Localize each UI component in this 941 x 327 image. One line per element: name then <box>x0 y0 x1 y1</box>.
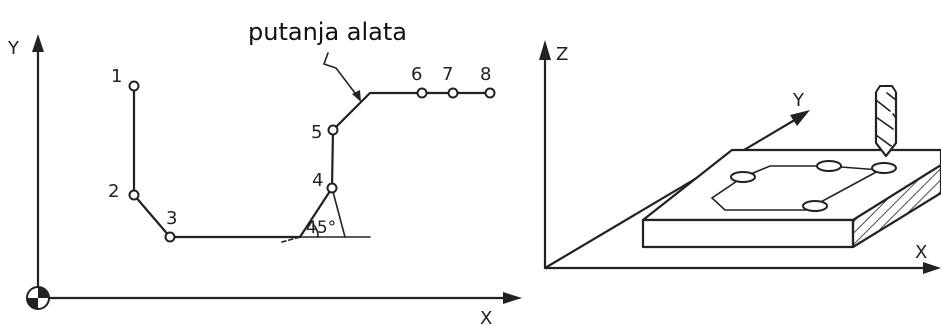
hole-2 <box>816 160 842 172</box>
point-4 <box>326 182 338 194</box>
x-axis-arrow <box>503 292 522 304</box>
workpiece-plate <box>641 148 941 249</box>
point-8 <box>484 87 496 99</box>
z-axis-label: Z <box>556 44 568 65</box>
point-label-1: 1 <box>111 66 122 87</box>
origin-symbol <box>26 286 50 310</box>
tool-shank-top <box>875 85 897 93</box>
z-axis-arrow <box>539 40 551 60</box>
angle-label: 45° <box>306 218 336 238</box>
point-1 <box>128 80 140 92</box>
angle-edge <box>331 187 346 238</box>
point-3 <box>164 231 176 243</box>
point-5 <box>327 124 339 136</box>
point-label-3: 3 <box>166 208 177 229</box>
tool-path-caption: putanja alata <box>248 18 407 46</box>
plate-side-hatched <box>851 163 941 249</box>
right-diagram: Z X Y <box>539 40 941 274</box>
y-axis-line-3d <box>543 116 800 270</box>
y-axis-arrow-3d <box>790 110 810 126</box>
point-label-4: 4 <box>312 170 323 191</box>
plate-tool-path <box>710 165 881 211</box>
hole-1 <box>730 171 756 183</box>
x-axis-label-3d: X <box>915 242 927 263</box>
point-label-7: 7 <box>442 64 453 85</box>
tool-path <box>132 84 492 239</box>
tool-flutes <box>875 92 897 147</box>
point-label-2: 2 <box>108 181 119 202</box>
hole-4 <box>802 200 828 212</box>
point-7 <box>447 87 459 99</box>
x-axis-arrow-3d <box>923 262 941 274</box>
y-axis-arrow <box>32 34 44 52</box>
left-diagram: Y X 45° 1 2 3 4 5 6 7 8 <box>7 18 522 327</box>
point-label-8: 8 <box>480 64 491 85</box>
y-axis-label: Y <box>7 38 20 59</box>
point-6 <box>416 87 428 99</box>
point-2 <box>128 189 140 201</box>
x-axis-label: X <box>480 308 492 327</box>
caption-leader-arrow <box>352 90 361 102</box>
plate-front <box>641 218 855 249</box>
hole-3 <box>871 162 897 174</box>
caption-leader <box>322 52 359 98</box>
milling-tool <box>874 85 898 158</box>
angle-arc <box>312 223 319 238</box>
y-axis-label-3d: Y <box>792 90 805 111</box>
angle-dash <box>281 236 301 243</box>
point-label-6: 6 <box>411 64 422 85</box>
point-label-5: 5 <box>311 122 322 143</box>
